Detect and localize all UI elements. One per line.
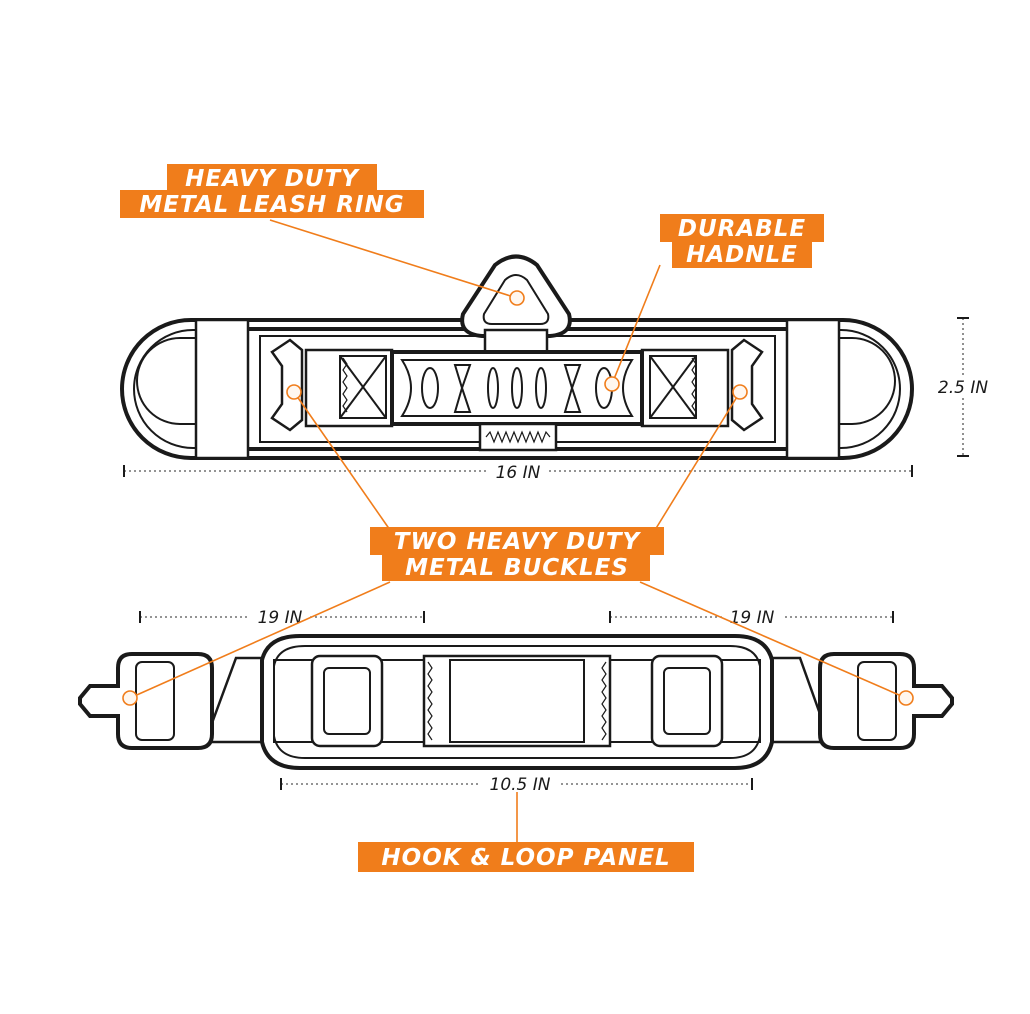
marker-left-buckle-bottom [122, 690, 138, 706]
callout-leash-ring: HEAVY DUTY METAL LEASH RING [120, 164, 424, 218]
buckles-line-1: TWO HEAVY DUTY [394, 529, 642, 555]
dim-bottom-length: 10.5 IN [490, 775, 551, 795]
bottom-view-strap [78, 634, 954, 770]
buckles-line-2: METAL BUCKLES [405, 555, 629, 581]
dim-top-height: 2.5 IN [938, 378, 988, 398]
leash-ring-line-1: HEAVY DUTY [185, 166, 360, 192]
marker-leash-ring [509, 290, 525, 306]
marker-handle [604, 376, 620, 392]
dim-strap-left: 19 IN [258, 608, 303, 628]
dimension-labels: 16 IN 2.5 IN 19 IN 19 IN 10.5 IN [250, 376, 996, 795]
callout-hook-loop: HOOK & LOOP PANEL [358, 842, 694, 872]
target-markers [122, 290, 914, 706]
callout-handle: DURABLE HADNLE [660, 214, 824, 268]
dim-top-length: 16 IN [496, 463, 541, 483]
hook-loop-line-1: HOOK & LOOP PANEL [381, 845, 670, 871]
handle-line-1: DURABLE [678, 216, 806, 242]
dim-strap-right: 19 IN [730, 608, 775, 628]
marker-right-buckle-top [732, 384, 748, 400]
callout-buckles: TWO HEAVY DUTY METAL BUCKLES [370, 527, 664, 581]
leash-ring-line-2: METAL LEASH RING [139, 192, 404, 218]
marker-right-buckle-bottom [898, 690, 914, 706]
handle-line-2: HADNLE [686, 242, 798, 268]
top-view-harness [120, 254, 914, 460]
leader-lines [129, 219, 907, 842]
marker-left-buckle-top [286, 384, 302, 400]
